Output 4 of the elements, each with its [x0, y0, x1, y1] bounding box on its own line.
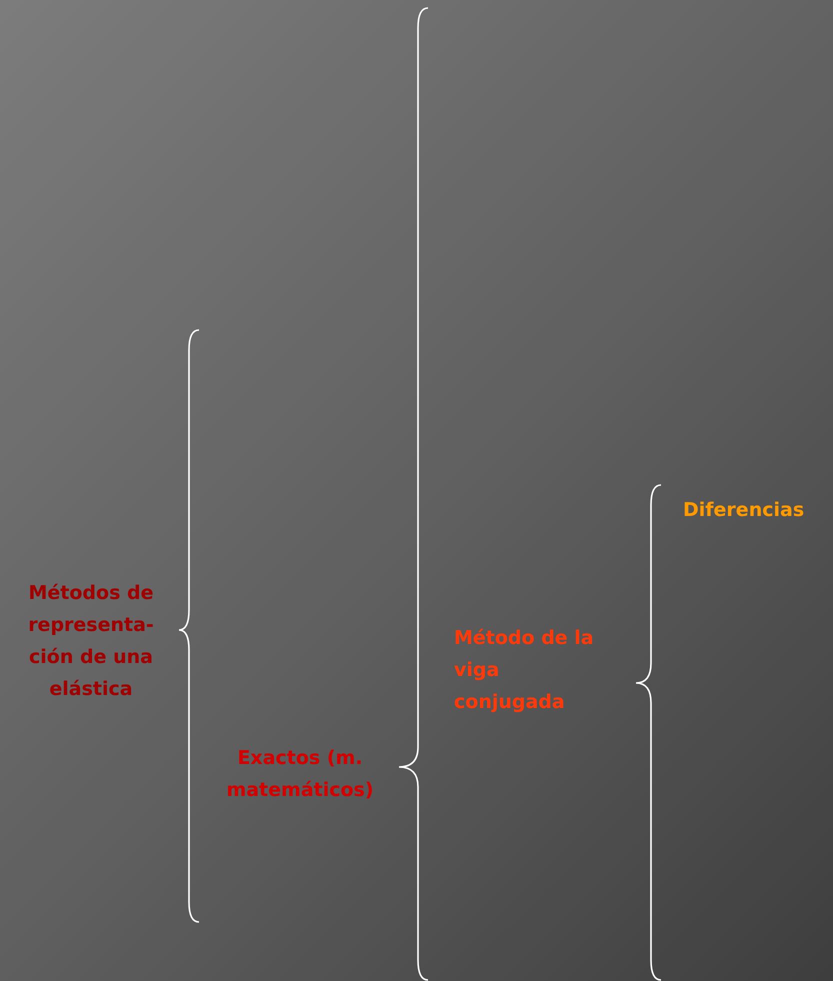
node-label: Método de la viga conjugada [454, 626, 594, 715]
node-label: Métodos de representa-ción de una elástica [27, 581, 155, 702]
node-label: Diferencias [683, 498, 806, 523]
node-label: Exactos (m. matemáticos) [225, 746, 375, 803]
